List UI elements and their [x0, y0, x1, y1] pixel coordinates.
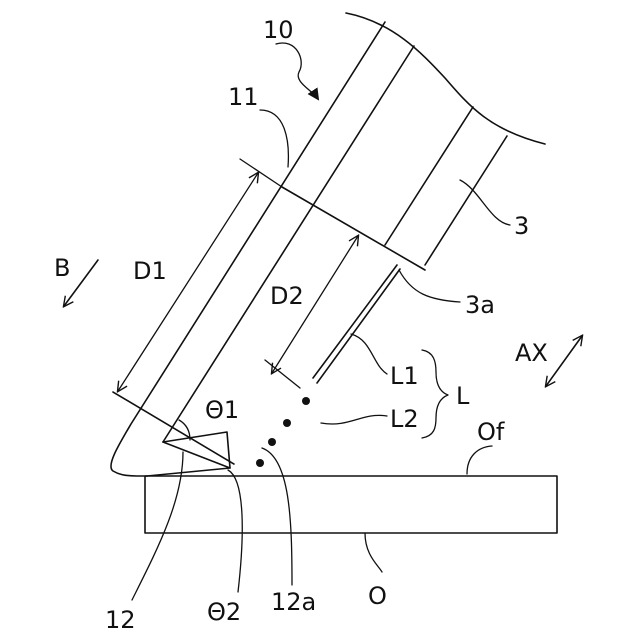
label-axis: AX	[515, 339, 548, 367]
label-direction-b: B	[54, 254, 70, 282]
dot-3	[268, 438, 276, 446]
column-line-2	[425, 136, 507, 265]
label-line-l2: L2	[390, 405, 419, 433]
label-dimension-d2: D2	[270, 282, 304, 310]
brace-l	[422, 350, 448, 438]
column-line-1	[385, 107, 473, 245]
leader-12a	[262, 448, 292, 585]
label-outer-layer: 11	[228, 83, 259, 111]
label-tip-edge: 12a	[271, 588, 316, 616]
dimension-d1-extension	[240, 159, 282, 187]
dimension-d2-extension	[265, 360, 300, 388]
leader-3	[460, 180, 510, 225]
label-dimension-d1: D1	[133, 257, 167, 285]
label-line-l: L	[456, 382, 470, 410]
dot-4	[256, 459, 264, 467]
leader-of	[467, 446, 492, 474]
component-3-lower-edge	[282, 187, 425, 270]
label-object-surface: Of	[477, 418, 505, 446]
object-rectangle	[145, 476, 557, 533]
label-device: 10	[263, 16, 294, 44]
label-component-3: 3	[514, 212, 529, 240]
dot-1	[302, 397, 310, 405]
leader-o	[365, 533, 382, 572]
label-component-3-edge: 3a	[465, 291, 495, 319]
label-angle-2: Θ2	[207, 598, 241, 626]
leader-11	[260, 110, 288, 167]
label-angle-1: Θ1	[205, 396, 239, 424]
wavy-boundary	[346, 13, 545, 144]
edge-3a-line-1	[313, 265, 397, 378]
label-line-l1: L1	[390, 362, 419, 390]
leader-l1	[351, 334, 387, 374]
label-object: O	[368, 582, 387, 610]
axis-ax-arrow	[546, 336, 582, 386]
dot-2	[283, 419, 291, 427]
leader-3a	[399, 270, 460, 302]
body-inner-edge	[163, 46, 414, 442]
leader-10	[276, 43, 318, 99]
label-tip: 12	[105, 606, 136, 634]
leader-l2	[321, 415, 387, 424]
leader-theta2	[228, 470, 242, 592]
edge-3a-line-2	[317, 269, 400, 383]
